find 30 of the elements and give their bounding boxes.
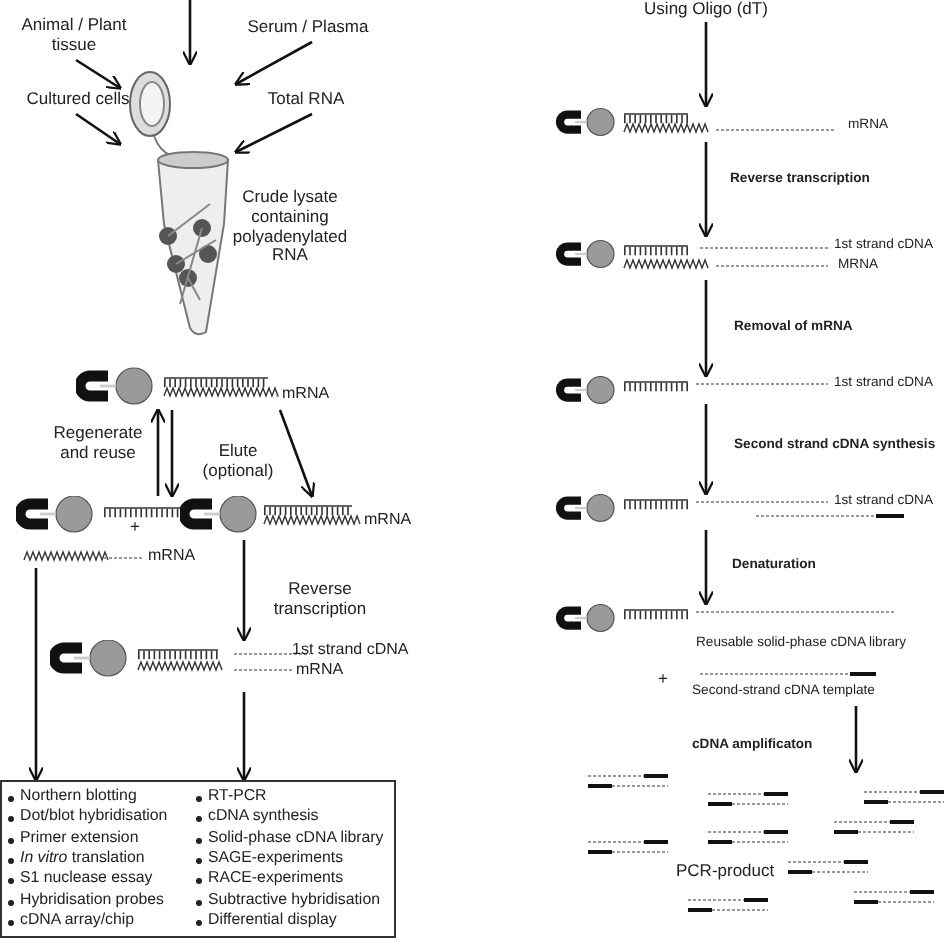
arrow — [149, 407, 167, 496]
arrow — [233, 112, 313, 154]
arrow — [181, 0, 199, 67]
arrow — [847, 706, 865, 775]
source-label: Total RNA — [252, 90, 360, 114]
source-label: Animal / Plant tissue — [10, 16, 138, 60]
strand-label: mRNA — [364, 512, 412, 530]
arrow — [697, 22, 715, 109]
strand-label: mRNA — [296, 662, 344, 680]
edge-label: Regenerate and reuse — [48, 424, 148, 464]
product-label: PCR-product — [676, 862, 775, 881]
strand-label: 1st strand cDNA — [292, 642, 409, 660]
arrow — [27, 568, 45, 783]
strand-label: mRNA — [148, 548, 196, 566]
arrow — [278, 409, 316, 499]
source-label: Serum / Plasma — [240, 18, 376, 42]
applications-box — [0, 780, 396, 938]
source-label: Using Oligo (dT) — [590, 0, 822, 22]
arrow — [235, 540, 253, 643]
arrow — [697, 530, 715, 607]
arrow — [75, 58, 123, 90]
source-label: Cultured cells — [16, 90, 140, 114]
arrow — [163, 410, 181, 499]
arrow — [697, 142, 715, 239]
arrow — [75, 112, 123, 146]
strand-label: mRNA — [282, 386, 330, 404]
arrow — [235, 692, 253, 783]
arrow — [233, 40, 313, 86]
arrow — [697, 280, 715, 379]
arrow — [697, 404, 715, 497]
